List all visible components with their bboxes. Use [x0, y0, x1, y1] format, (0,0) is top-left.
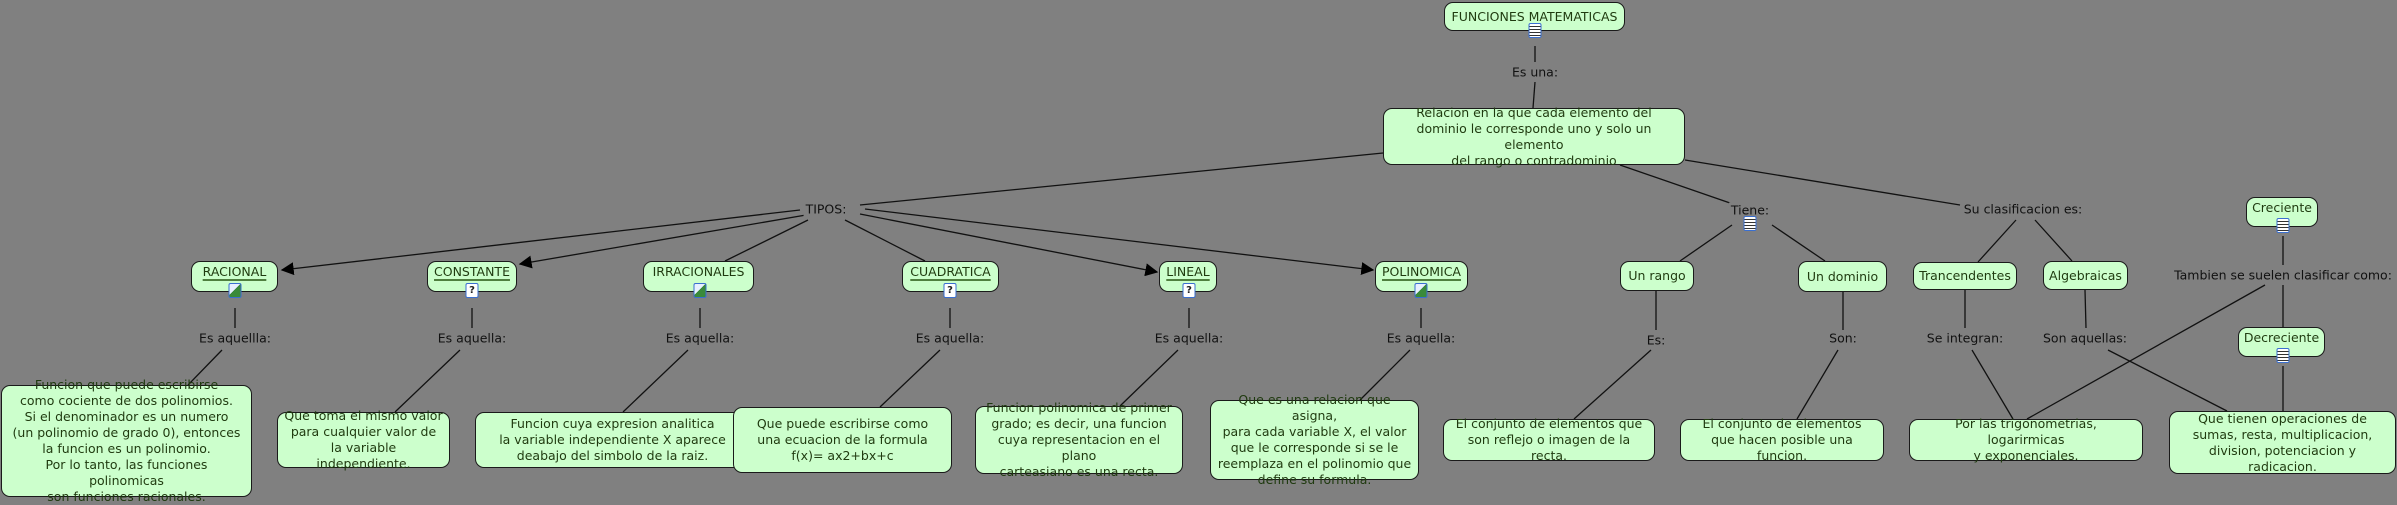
concept-cuadratica-desc[interactable]: Que puede escribirse como una ecuacion d…	[733, 407, 952, 473]
concept-decreciente[interactable]: Decreciente	[2238, 327, 2325, 357]
link-label-son-aquellas: Son aquellas:	[2040, 330, 2130, 346]
concept-un-dominio-desc[interactable]: El conjunto de elementos que hacen posib…	[1680, 416, 1884, 463]
link-label-es-una: Es una:	[1509, 64, 1561, 80]
concept-polinomica-desc[interactable]: Que es una relacion que asigna, para cad…	[1210, 392, 1419, 487]
image-icon[interactable]	[693, 283, 707, 298]
concept-un-rango-desc[interactable]: El conjunto de elementos que son reflejo…	[1443, 416, 1655, 463]
document-icon[interactable]	[1528, 23, 1542, 38]
link-label-son: Son:	[1827, 330, 1859, 346]
image-icon[interactable]	[1414, 283, 1428, 298]
concept-algebraicas-desc[interactable]: Que tienen operaciones de sumas, resta, …	[2169, 411, 2396, 474]
image-icon[interactable]	[228, 283, 242, 298]
help-doc-icon[interactable]: ?	[943, 283, 957, 298]
link-label-tipos: TIPOS:	[803, 201, 849, 217]
help-doc-icon[interactable]: ?	[465, 283, 479, 298]
link-label-es-aquella: Es aquella:	[435, 330, 509, 346]
link-label-es: Es:	[1644, 332, 1668, 348]
concept-un-rango[interactable]: Un rango	[1620, 261, 1694, 291]
concept-algebraicas[interactable]: Algebraicas	[2043, 261, 2128, 290]
concept-trancendentes[interactable]: Trancendentes	[1913, 262, 2017, 290]
link-label-es-aquella: Es aquella:	[1152, 330, 1226, 346]
concept-lineal-desc[interactable]: Funcion polinomica de primer grado; es d…	[975, 400, 1183, 479]
concept-constante-desc[interactable]: Que toma el mismo valor para cualquier v…	[277, 408, 450, 471]
help-doc-icon[interactable]: ?	[1182, 283, 1196, 298]
link-label-tiene: Tiene:	[1728, 202, 1772, 218]
link-label-es-aquella: Es aquella:	[1384, 330, 1458, 346]
document-icon[interactable]	[2276, 348, 2290, 363]
concept-irracionales-desc[interactable]: Funcion cuya expresion analitica la vari…	[475, 412, 750, 468]
link-label-es-aquella: Es aquellla:	[197, 330, 273, 346]
link-label-se-integran: Se integran:	[1924, 330, 2006, 346]
concept-racional-desc[interactable]: Funcion que puede escribirse como cocien…	[1, 377, 252, 504]
concept-un-dominio[interactable]: Un dominio	[1798, 261, 1887, 292]
concept-definition[interactable]: Relacion en la que cada elemento del dom…	[1383, 105, 1685, 168]
concept-constante[interactable]: CONSTANTE	[427, 261, 517, 292]
link-label-clasificacion: Su clasificacion es:	[1961, 201, 2085, 217]
link-label-es-aquella: Es aquella:	[913, 330, 987, 346]
link-label-tambien: Tambien se suelen clasificar como:	[2172, 267, 2394, 283]
concept-trancendentes-desc[interactable]: Por las trigonometrias, logarirmicas y e…	[1909, 416, 2143, 463]
link-label-es-aquella: Es aquella:	[663, 330, 737, 346]
document-icon[interactable]	[1743, 216, 1757, 231]
document-icon[interactable]	[2276, 218, 2290, 233]
